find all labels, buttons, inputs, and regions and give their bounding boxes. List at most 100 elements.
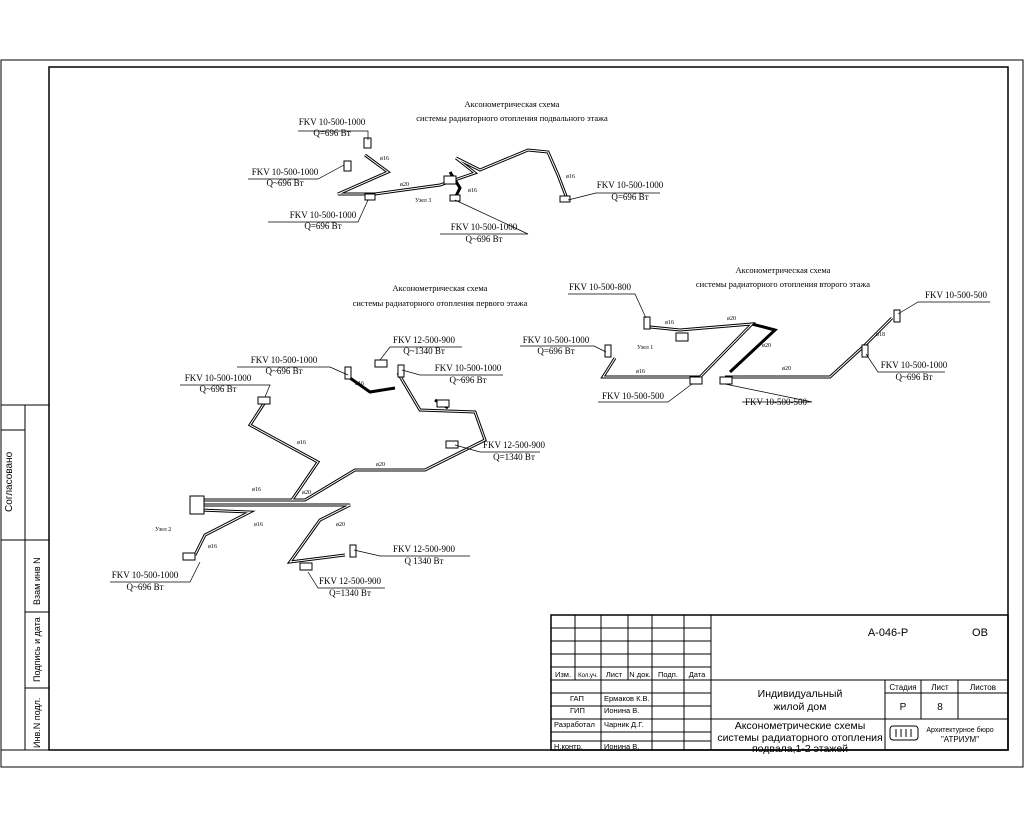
first-pipe-label: ø16 <box>355 381 364 387</box>
object-name-1: Индивидуальный <box>758 688 843 700</box>
role-name: Ионина В. <box>604 706 639 715</box>
first-title-2: системы радиаторного отопления первого э… <box>353 298 528 308</box>
revision-header: N док. <box>629 670 650 679</box>
radiator-label: FKV 12-500-900 <box>483 440 546 450</box>
second-pipe-label: ø16 <box>636 369 645 375</box>
inner-frame <box>48 66 1009 751</box>
firm-name-2: "АТРИУМ" <box>941 735 979 744</box>
radiator-q: Q=1340 Вт <box>329 588 371 598</box>
stage-value: Р <box>900 702 907 713</box>
basement-pipe-label: ø16 <box>380 156 389 162</box>
basement-title-2: системы радиаторного отопления подвально… <box>416 113 608 123</box>
role-label: Разработал <box>554 720 595 729</box>
revision-header: Изм. <box>555 670 571 679</box>
first-pipe-label: ø16 <box>252 487 261 493</box>
radiator-q: Q~696 Вт <box>449 375 486 385</box>
first-pipe-label: ø20 <box>302 490 311 496</box>
radiator-q: Q~696 Вт <box>465 234 502 244</box>
basement-pipe-label: ø16 <box>566 174 575 180</box>
radiator-label: FKV 10-500-500 <box>925 290 988 300</box>
sheets-label: Листов <box>970 683 996 692</box>
radiator-label: FKV 10-500-1000 <box>112 570 179 580</box>
radiator-label: FKV 10-500-500 <box>745 397 808 407</box>
radiator-q: Q=696 Вт <box>611 192 648 202</box>
drawing-code: А-046-Р <box>868 627 908 639</box>
second-pipe-label: ø20 <box>782 366 791 372</box>
radiator-label: FKV 10-500-1000 <box>597 180 664 190</box>
sheet-title-2: системы радиаторного отопления <box>717 732 882 744</box>
radiator-q: Q=696 Вт <box>537 346 574 356</box>
second-pipe-label: ø18 <box>876 332 885 338</box>
radiator-q: Q=1340 Вт <box>493 452 535 462</box>
radiator-label: FKV 10-500-1000 <box>881 360 948 370</box>
first-pipe-label: ø20 <box>336 522 345 528</box>
side-sign-label: Подпись и дата <box>32 617 42 682</box>
sheet-title-3: подвала,1-2 этажей <box>752 743 848 755</box>
role-label: ГАП <box>570 694 584 703</box>
sheet-label: Лист <box>931 683 949 692</box>
radiator-q: Q~696 Вт <box>895 372 932 382</box>
radiator-label: FKV 12-500-900 <box>393 544 456 554</box>
sheet-value: 8 <box>937 702 943 713</box>
radiator-q: Q=696 Вт <box>304 221 341 231</box>
side-inv-label: Инв.N подл. <box>32 698 42 748</box>
radiator-q: Q=696 Вт <box>313 128 350 138</box>
outer-border <box>0 59 1024 768</box>
revision-header: Кол.уч. <box>578 673 598 679</box>
radiator-label: FKV 10-500-1000 <box>435 363 502 373</box>
radiator-q: Q~1340 Вт <box>403 346 445 356</box>
first-floor-scheme: Аксонометрическая схема системы радиатор… <box>110 283 546 598</box>
radiator-label: FKV 10-500-500 <box>602 391 665 401</box>
radiator-label: FKV 10-500-1000 <box>252 167 319 177</box>
revision-header: Дата <box>689 670 706 679</box>
radiator-label: FKV 10-500-1000 <box>251 355 318 365</box>
radiator-label: FKV 12-500-900 <box>393 335 456 345</box>
radiator-q: Q~696 Вт <box>126 582 163 592</box>
radiator-label: FKV 10-500-800 <box>569 282 632 292</box>
node-label: Узел 2 <box>155 527 171 533</box>
role-name: Ермаков К.В. <box>604 694 650 703</box>
firm-name-1: Архитектурное бюро <box>926 726 993 734</box>
node-label: Узел 1 <box>637 345 653 351</box>
second-pipe-label: ø20 <box>727 316 736 322</box>
stage-label: Стадия <box>889 683 916 692</box>
radiator-q: Q~696 Вт <box>199 384 236 394</box>
second-title-2: системы радиаторного отопления второго э… <box>696 279 870 289</box>
radiator-label: FKV 10-500-1000 <box>290 210 357 220</box>
second-pipe-label: ø20 <box>762 343 771 349</box>
role-label: ГИП <box>570 706 585 715</box>
sheet-title-1: Аксонометрические схемы <box>735 720 866 732</box>
role-name: Ионина В. <box>604 742 639 751</box>
revision-header: Лист <box>606 670 623 679</box>
second-pipe-label: ø16 <box>665 320 674 326</box>
radiator-label: FKV 10-500-1000 <box>185 373 252 383</box>
title-block: Изм. Кол.уч. Лист N док. Подп. Дата ГАП … <box>550 614 1009 755</box>
basement-scheme: Аксонометрическая схема системы радиатор… <box>248 99 664 244</box>
node-label: Узел 3 <box>415 198 431 204</box>
radiator-q: Q~696 Вт <box>266 178 303 188</box>
first-pipe-label: ø16 <box>208 544 217 550</box>
radiator-label: FKV 12-500-900 <box>319 576 382 586</box>
radiator-q: Q 1340 Вт <box>405 556 444 566</box>
basement-pipe-label: ø20 <box>400 182 409 188</box>
side-replace-label: Взам инв N <box>32 557 42 605</box>
radiator-label: FKV 10-500-1000 <box>299 117 366 127</box>
second-floor-scheme: Аксонометрическая схема системы радиатор… <box>520 265 990 407</box>
basement-pipe-label: ø16 <box>468 188 477 194</box>
side-stamp <box>0 404 50 751</box>
first-pipe-label: ø20 <box>376 462 385 468</box>
radiator-q: Q~696 Вт <box>265 366 302 376</box>
section-code: ОВ <box>972 627 988 639</box>
basement-title-1: Аксонометрическая схема <box>465 99 560 109</box>
first-title-1: Аксонометрическая схема <box>393 283 488 293</box>
role-name: Чарник Д.Г. <box>604 720 643 729</box>
object-name-2: жилой дом <box>774 701 827 713</box>
firm-logo-icon <box>889 725 919 741</box>
role-label: Н.контр. <box>554 742 583 751</box>
radiator-label: FKV 10-500-1000 <box>451 222 518 232</box>
first-pipe-label: ø16 <box>254 522 263 528</box>
side-agreed-label: Согласовано <box>4 451 15 512</box>
first-pipe-label: ø16 <box>297 440 306 446</box>
radiator-label: FKV 10-500-1000 <box>523 335 590 345</box>
